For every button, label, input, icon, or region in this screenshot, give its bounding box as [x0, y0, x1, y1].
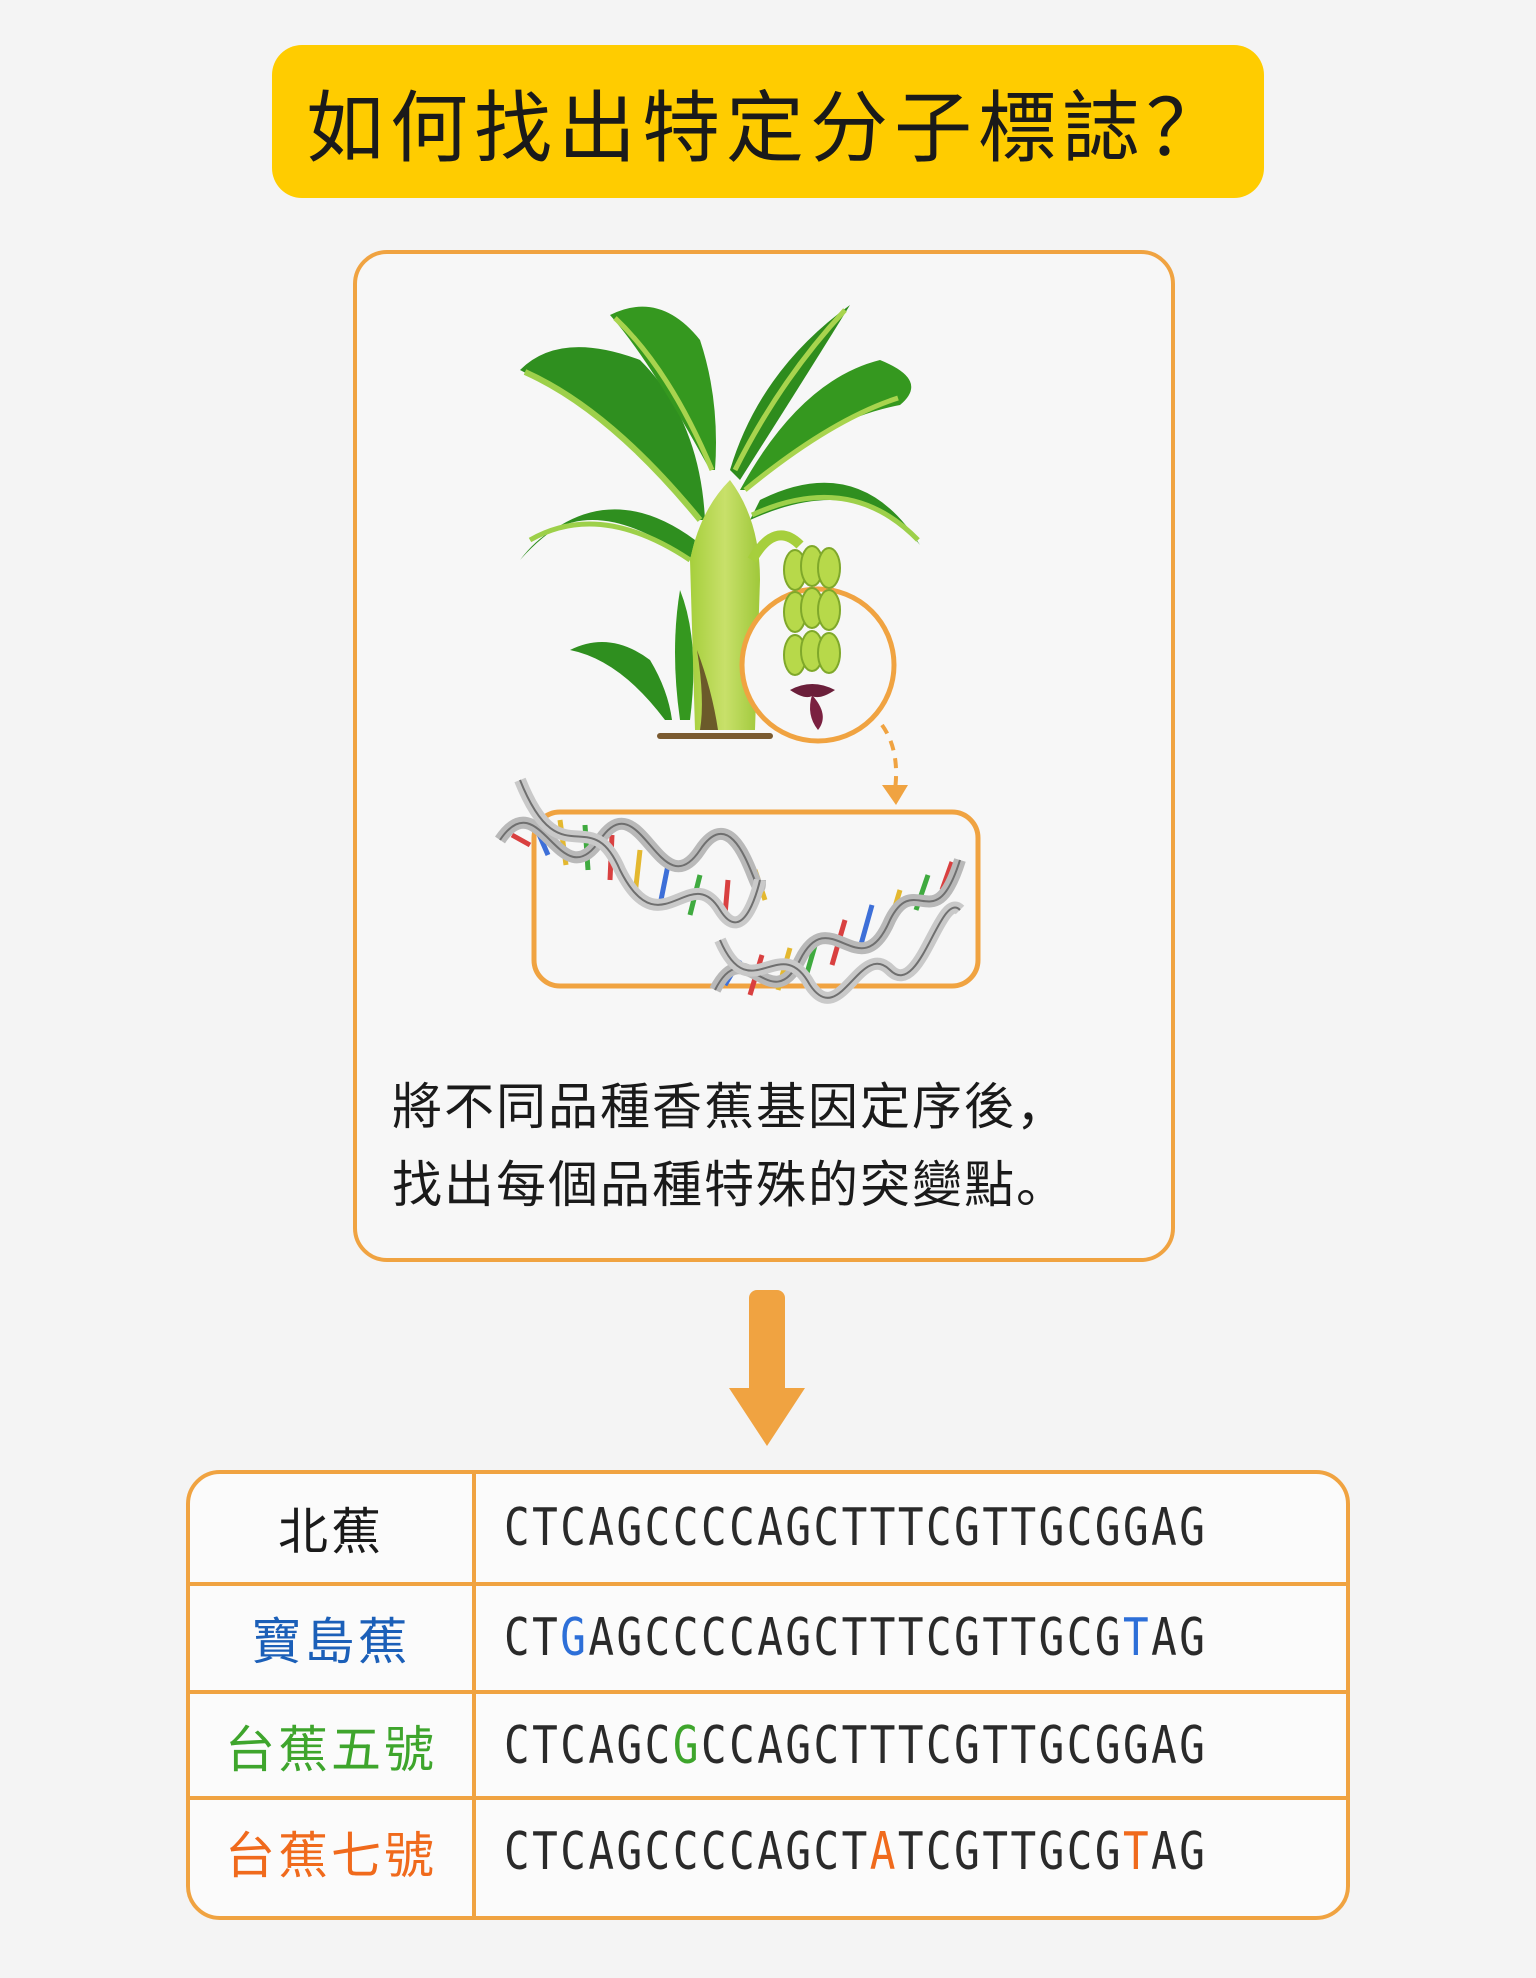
dna-sequence: CTCAGCCCCAGCTATCGTTGCGTAG: [504, 1822, 1208, 1882]
mutation-base: G: [560, 1608, 589, 1668]
table-row: 北蕉 CTCAGCCCCAGCTTTCGTTGCGGAG: [190, 1474, 1346, 1582]
mutation-base: G: [672, 1716, 701, 1776]
page-title: 如何找出特定分子標誌？: [305, 83, 1230, 174]
dna-helix-icon: [495, 777, 966, 1004]
column-divider: [472, 1474, 476, 1916]
caption-line-2: 找出每個品種特殊的突變點。: [392, 1156, 1068, 1214]
banana-bunch-zoom-icon: [739, 545, 897, 744]
mutation-base: A: [869, 1822, 898, 1882]
dna-sequence: CTGAGCCCCAGCTTTCGTTGCGTAG: [504, 1608, 1208, 1668]
variety-name: 台蕉七號: [225, 1827, 437, 1885]
variety-name: 寶島蕉: [251, 1613, 411, 1671]
mutation-base: T: [1122, 1608, 1152, 1668]
dna-sequence: CTCAGCGCCAGCTTTCGTTGCGGAG: [504, 1716, 1208, 1776]
table-row: 台蕉五號 CTCAGCGCCAGCTTTCGTTGCGGAG: [190, 1692, 1346, 1800]
down-arrow-icon: [729, 1290, 805, 1446]
mutation-base: T: [1122, 1822, 1152, 1882]
caption-line-1: 將不同品種香蕉基因定序後，: [392, 1078, 1068, 1136]
variety-name: 北蕉: [278, 1503, 384, 1561]
row-divider: [190, 1796, 1346, 1800]
caption: 將不同品種香蕉基因定序後， 找出每個品種特殊的突變點。: [392, 1068, 1152, 1224]
row-divider: [190, 1690, 1346, 1694]
dna-sequence: CTCAGCCCCAGCTTTCGTTGCGGAG: [504, 1498, 1208, 1558]
variety-name: 台蕉五號: [225, 1721, 437, 1779]
title-banner: 如何找出特定分子標誌？: [272, 45, 1264, 198]
row-divider: [190, 1582, 1346, 1586]
